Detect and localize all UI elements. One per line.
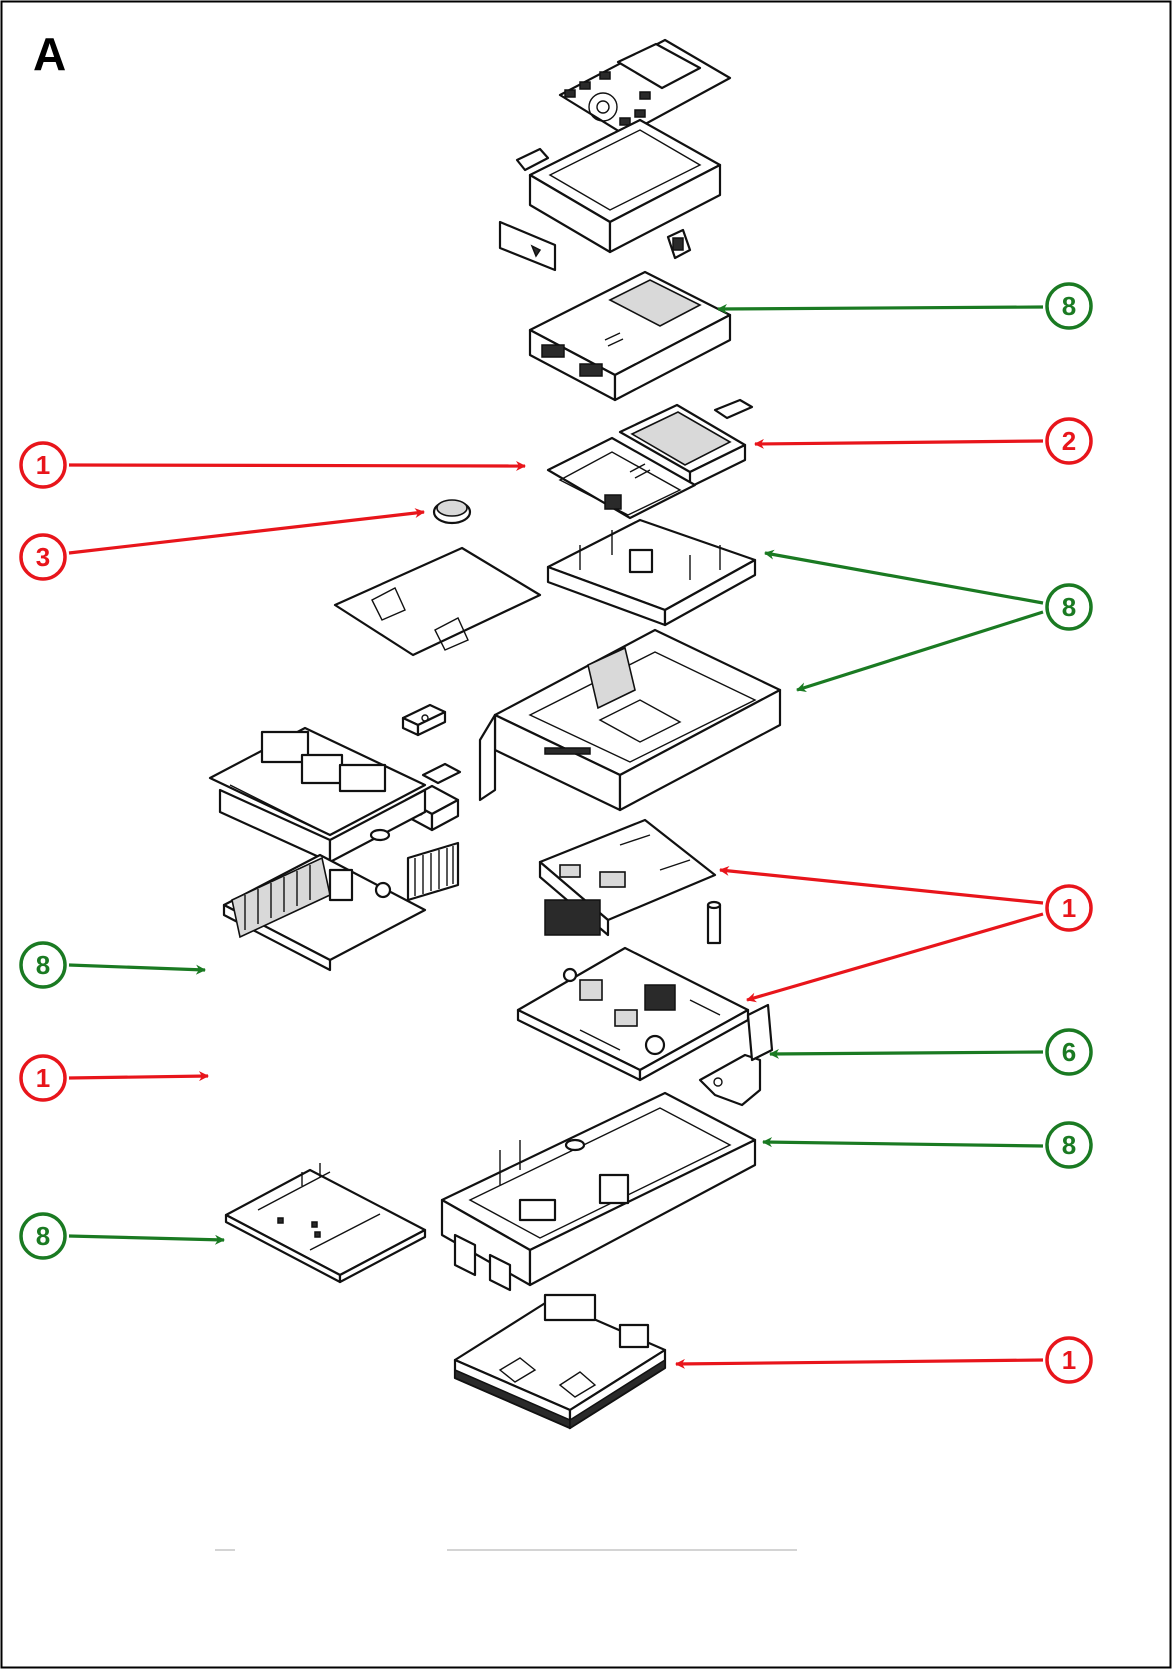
callout-arrow-red (719, 865, 1044, 905)
callout-arrow-green (769, 1048, 1044, 1059)
callout-arrow-green (764, 549, 1044, 605)
panel-letter: A (33, 28, 66, 80)
terminal-comb (406, 841, 460, 902)
callout-circle (1045, 1121, 1093, 1169)
callout-arrow-red (68, 460, 526, 471)
callout-arrow-red (68, 1071, 209, 1082)
display-board (546, 436, 697, 520)
callout-arrow-green (717, 303, 1044, 314)
power-board (453, 1293, 667, 1430)
callout-arrow-green (68, 963, 206, 975)
left-board (333, 546, 542, 657)
callout-badge: 3 (19, 533, 67, 581)
callout-arrow-red (746, 912, 1044, 1003)
callout-number: 8 (36, 1221, 50, 1251)
callout-arrow-red (675, 1358, 1044, 1369)
callout-circle (19, 1054, 67, 1102)
callout-number: 8 (1062, 1130, 1076, 1160)
small-label (515, 147, 550, 172)
control-board-lower (516, 946, 750, 1082)
callout-circle (1045, 884, 1093, 932)
callout-number: 8 (1062, 592, 1076, 622)
coin-battery (432, 499, 472, 525)
callout-badge: 6 (1045, 1028, 1093, 1076)
callout-circle (1045, 417, 1093, 465)
terminal-cover (208, 726, 427, 864)
callout-circle (19, 941, 67, 989)
callout-number: 8 (1062, 291, 1076, 321)
callout-badge: 8 (1045, 282, 1093, 330)
display-module (618, 398, 754, 489)
callout-number: 3 (36, 542, 50, 572)
callout-number: 8 (36, 950, 50, 980)
connector-cap (666, 228, 692, 260)
callout-circle (1045, 1336, 1093, 1384)
chassis-frame (440, 1091, 757, 1292)
callout-circle (19, 441, 67, 489)
callout-badge: 2 (1045, 417, 1093, 465)
callout-circle (19, 1212, 67, 1260)
callout-circle (1045, 583, 1093, 631)
callout-number: 2 (1062, 426, 1076, 456)
callout-number: 6 (1062, 1037, 1076, 1067)
standoff (706, 900, 722, 945)
callout-number: 1 (36, 450, 50, 480)
side-cover (498, 220, 557, 272)
front-bezel (528, 118, 722, 254)
callout-badge: 8 (1045, 1121, 1093, 1169)
callout-arrow-green (796, 610, 1044, 693)
callout-badge: 8 (1045, 583, 1093, 631)
callout-badge: 1 (19, 1054, 67, 1102)
main-housing-top (478, 628, 782, 812)
callout-circle (19, 533, 67, 581)
display-housing (528, 270, 732, 402)
keypad-membrane (558, 38, 732, 137)
bracket (698, 1003, 774, 1107)
callout-circle (1045, 1028, 1093, 1076)
callout-arrow-red (754, 438, 1044, 449)
callout-arrow-green (762, 1137, 1044, 1148)
callout-badge: 1 (19, 441, 67, 489)
display-frame (546, 518, 757, 627)
callout-number: 1 (36, 1063, 50, 1093)
callout-number: 1 (1062, 1345, 1076, 1375)
callout-number: 1 (1062, 893, 1076, 923)
clip (401, 703, 447, 737)
callout-badge: 1 (1045, 1336, 1093, 1384)
callout-badge: 8 (19, 1212, 67, 1260)
callout-badge: 8 (19, 941, 67, 989)
callout-arrow-green (68, 1234, 225, 1245)
callout-arrow-red (68, 508, 425, 555)
callout-badge: 1 (1045, 884, 1093, 932)
terminal-board (222, 853, 427, 972)
control-board-upper (538, 818, 717, 937)
base-plate (224, 1163, 427, 1284)
callout-circle (1045, 282, 1093, 330)
